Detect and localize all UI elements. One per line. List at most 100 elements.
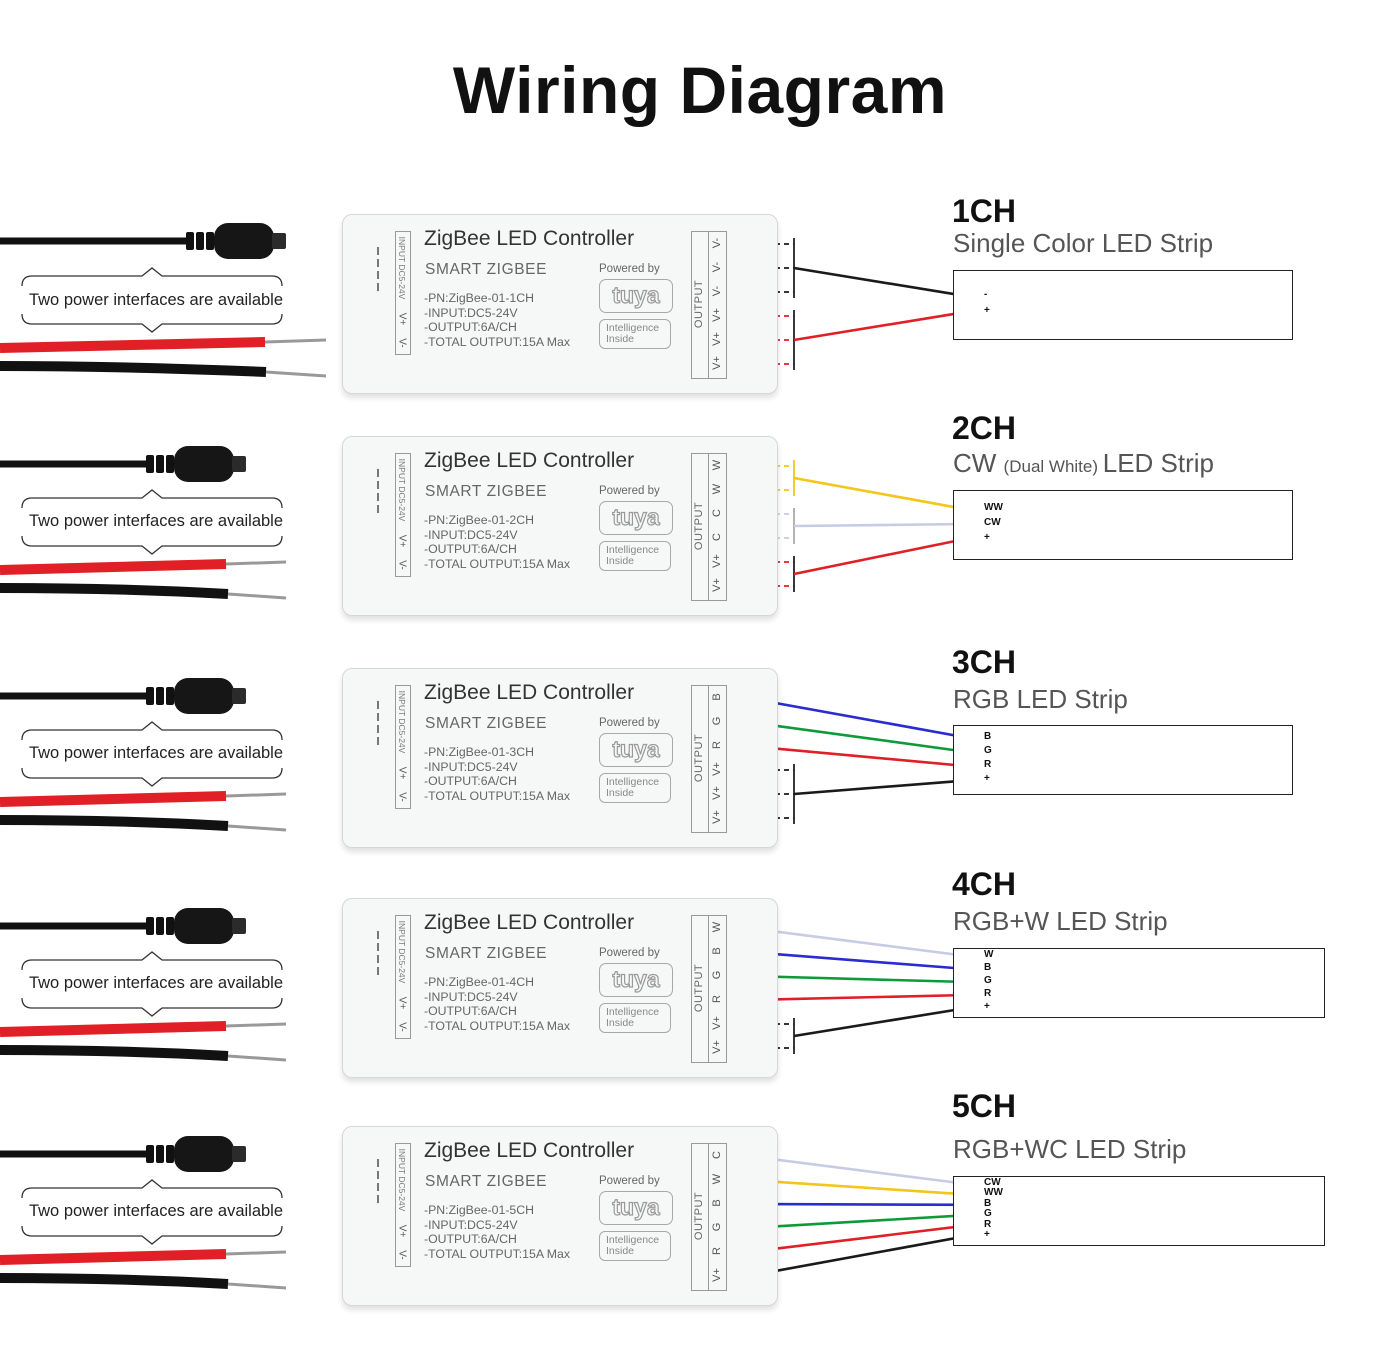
output-terminal-text: B xyxy=(711,1199,723,1207)
output-label-text: OUTPUT xyxy=(693,501,705,551)
output-terminal-label: B xyxy=(708,939,726,963)
powered-by-label: Powered by xyxy=(599,717,660,729)
output-terminal-label: R xyxy=(708,1239,726,1263)
input-label-text: INPUT DC5-24V xyxy=(397,458,407,522)
output-terminal-label: W xyxy=(708,477,726,501)
strip-pad-label: + xyxy=(984,1001,990,1012)
powered-by-label: Powered by xyxy=(599,947,660,959)
input-terminal-label: V+ xyxy=(395,529,409,553)
output-terminal-text: R xyxy=(711,741,723,749)
output-terminal-text: C xyxy=(711,509,723,517)
led-strip xyxy=(953,1176,1325,1246)
output-terminal-label: G xyxy=(708,709,726,733)
input-terminal-label: V+ xyxy=(395,991,409,1015)
inside-label: Inside xyxy=(606,1245,635,1257)
note-bracket xyxy=(21,1179,283,1245)
input-label: INPUT DC5-24V xyxy=(395,231,409,305)
output-divider xyxy=(708,454,709,600)
controller-specs: -PN:ZigBee-01-1CH-INPUT:DC5-24V-OUTPUT:6… xyxy=(424,291,570,349)
input-label: INPUT DC5-24V xyxy=(395,1143,409,1217)
power-note: Two power interfaces are available xyxy=(28,291,284,309)
spec-line: -INPUT:DC5-24V xyxy=(424,1217,518,1232)
bare-end-wires xyxy=(0,1021,287,1062)
description-small: (Dual White) xyxy=(1003,457,1103,476)
output-terminal-text: V+ xyxy=(711,1040,723,1054)
strip-pad-label: R xyxy=(984,988,992,999)
output-terminal-text: R xyxy=(711,1247,723,1255)
channel-wires xyxy=(747,926,968,1054)
input-terminal-label: V- xyxy=(395,1243,409,1267)
strip-pad-label: WW xyxy=(984,502,1003,514)
output-terminal-text: V+ xyxy=(711,332,723,346)
output-terminal-text: W xyxy=(711,459,723,471)
intelligence-label: Intelligence xyxy=(606,1006,660,1018)
inside-label: Inside xyxy=(606,787,635,799)
channel-wires xyxy=(747,696,968,824)
input-symbol-tick xyxy=(377,737,379,745)
controller-specs: -PN:ZigBee-01-3CH-INPUT:DC5-24V-OUTPUT:6… xyxy=(424,745,570,803)
controller-subtitle: SMART ZIGBEE xyxy=(425,945,548,962)
output-terminal-text: V+ xyxy=(711,762,723,776)
input-terminal-text: V+ xyxy=(396,312,408,326)
strip-pad-label: W xyxy=(984,949,994,960)
output-terminal-text: V+ xyxy=(711,578,723,592)
controller-subtitle: SMART ZIGBEE xyxy=(425,483,548,500)
strip-pad-label: G xyxy=(984,975,992,986)
channel-wires xyxy=(748,238,968,370)
output-label: OUTPUT xyxy=(691,453,708,599)
spec-line: -TOTAL OUTPUT:15A Max xyxy=(424,556,571,571)
output-terminal-label: W xyxy=(708,1167,726,1191)
controller-specs: -PN:ZigBee-01-2CH-INPUT:DC5-24V-OUTPUT:6… xyxy=(424,513,570,571)
output-terminal-text: V- xyxy=(711,237,723,249)
output-terminal-label: R xyxy=(708,733,726,757)
input-label-text: INPUT DC5-24V xyxy=(397,690,407,754)
power-note: Two power interfaces are available xyxy=(28,512,284,530)
controller-name: ZigBee LED Controller xyxy=(424,1139,635,1162)
note-bracket xyxy=(21,489,283,555)
strip-pad-label: B xyxy=(984,1197,992,1209)
input-symbol-tick xyxy=(377,493,379,501)
output-terminal-text: W xyxy=(711,1173,723,1185)
input-label: INPUT DC5-24V xyxy=(395,685,409,759)
strip-description: CW (Dual White) LED Strip xyxy=(953,448,1214,479)
description-tail: LED Strip xyxy=(1102,448,1214,478)
output-terminal-label: R xyxy=(708,987,726,1011)
power-note: Two power interfaces are available xyxy=(28,974,284,992)
input-label-text: INPUT DC5-24V xyxy=(397,920,407,984)
input-terminal-text: V+ xyxy=(396,1224,408,1238)
strip-pad-label: + xyxy=(984,773,990,785)
output-terminal-text: R xyxy=(711,995,723,1003)
strip-pad-label: + xyxy=(984,1229,990,1240)
inside-label: Inside xyxy=(606,555,635,567)
output-terminal-label: V+ xyxy=(708,757,726,781)
output-terminal-label: W xyxy=(708,915,726,939)
controller-specs: -PN:ZigBee-01-5CH-INPUT:DC5-24V-OUTPUT:6… xyxy=(424,1203,570,1261)
spec-line: -TOTAL OUTPUT:15A Max xyxy=(424,788,571,803)
note-bracket xyxy=(21,721,283,787)
intelligence-label: Intelligence xyxy=(606,322,660,334)
strip-pad-label: B xyxy=(984,730,992,742)
strip-pad-label: R xyxy=(984,1218,992,1230)
spec-line: -PN:ZigBee-01-1CH xyxy=(424,291,535,305)
input-terminal-label: V- xyxy=(395,553,409,577)
inside-label: Inside xyxy=(606,1017,635,1029)
strip-pad-label: CW xyxy=(984,517,1001,528)
input-terminal-label: V+ xyxy=(395,307,409,331)
intelligence-label: Intelligence xyxy=(606,776,660,788)
strip-description: RGB+W LED Strip xyxy=(953,906,1168,936)
spec-line: -PN:ZigBee-01-5CH xyxy=(424,1203,535,1217)
channel-title: 4CH xyxy=(952,866,1017,902)
input-symbol-tick xyxy=(377,469,379,477)
input-symbol-tick xyxy=(377,1159,379,1167)
note-bracket xyxy=(21,267,283,333)
input-symbol-tick xyxy=(377,931,379,939)
input-symbol-tick xyxy=(377,1195,379,1203)
tuya-logo: tuya xyxy=(599,279,673,313)
